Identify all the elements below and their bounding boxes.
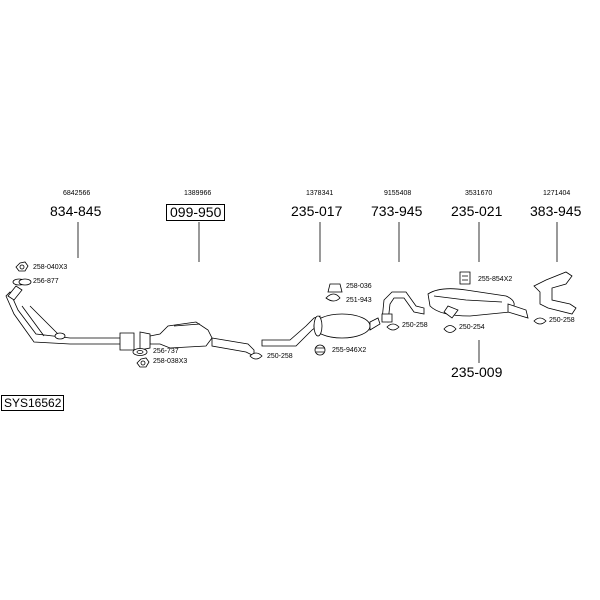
- clamp-icon-250-258-a: [249, 352, 263, 360]
- oem-number: 6842566: [63, 190, 91, 197]
- fitting-label[interactable]: 258-038X3: [153, 358, 188, 365]
- rear-silencer-drawing: [427, 288, 529, 319]
- part-number-selected[interactable]: 099-950: [166, 204, 226, 221]
- fitting-label[interactable]: 255-854X2: [478, 276, 513, 283]
- front-pipe-drawing: [5, 285, 135, 351]
- oem-number: 3531670: [465, 190, 493, 197]
- system-id-label: SYS16562: [1, 395, 65, 411]
- oem-number: 1378341: [306, 190, 334, 197]
- oem-number: 9155408: [384, 190, 412, 197]
- part-number[interactable]: 383-945: [530, 203, 582, 219]
- oem-number: 1389966: [184, 190, 212, 197]
- oem-number: 1271404: [543, 190, 571, 197]
- nut-icon-258-040x3: [15, 261, 29, 272]
- rubber-mount-icon-255-854x2: [459, 271, 471, 285]
- middle-silencer-drawing: [261, 313, 381, 347]
- bracket-icon-258-036: [327, 283, 343, 293]
- fitting-label[interactable]: 250-254: [459, 324, 485, 331]
- fitting-label[interactable]: 256-877: [33, 278, 59, 285]
- connecting-pipe-drawing: [381, 291, 425, 323]
- part-number[interactable]: 235-009: [451, 364, 503, 380]
- gasket-icon-256-877: [12, 278, 32, 286]
- fitting-label[interactable]: 258-040X3: [33, 264, 68, 271]
- fitting-label[interactable]: 258-036: [346, 283, 372, 290]
- tail-pipe-drawing: [533, 271, 577, 315]
- part-number[interactable]: 834-845: [50, 203, 102, 219]
- gasket-icon-256-737: [132, 348, 148, 356]
- fitting-label[interactable]: 255-946X2: [332, 347, 367, 354]
- rubber-mount-icon-255-946x2: [314, 344, 326, 356]
- clamp-icon-250-258-c: [533, 317, 547, 325]
- part-number[interactable]: 235-017: [291, 203, 343, 219]
- fitting-label[interactable]: 256-737: [153, 348, 179, 355]
- fitting-label[interactable]: 250-258: [549, 317, 575, 324]
- fitting-label[interactable]: 250-258: [402, 322, 428, 329]
- clamp-icon-250-258-b: [386, 323, 400, 331]
- nut-icon-258-038x3: [136, 357, 150, 368]
- part-number[interactable]: 733-945: [371, 203, 423, 219]
- fitting-label[interactable]: 251-943: [346, 297, 372, 304]
- rubber-mount-icon-251-943: [325, 293, 341, 302]
- clamp-icon-250-254: [443, 325, 457, 333]
- fitting-label[interactable]: 250-258: [267, 353, 293, 360]
- catalyst-drawing: [139, 321, 255, 357]
- part-number[interactable]: 235-021: [451, 203, 503, 219]
